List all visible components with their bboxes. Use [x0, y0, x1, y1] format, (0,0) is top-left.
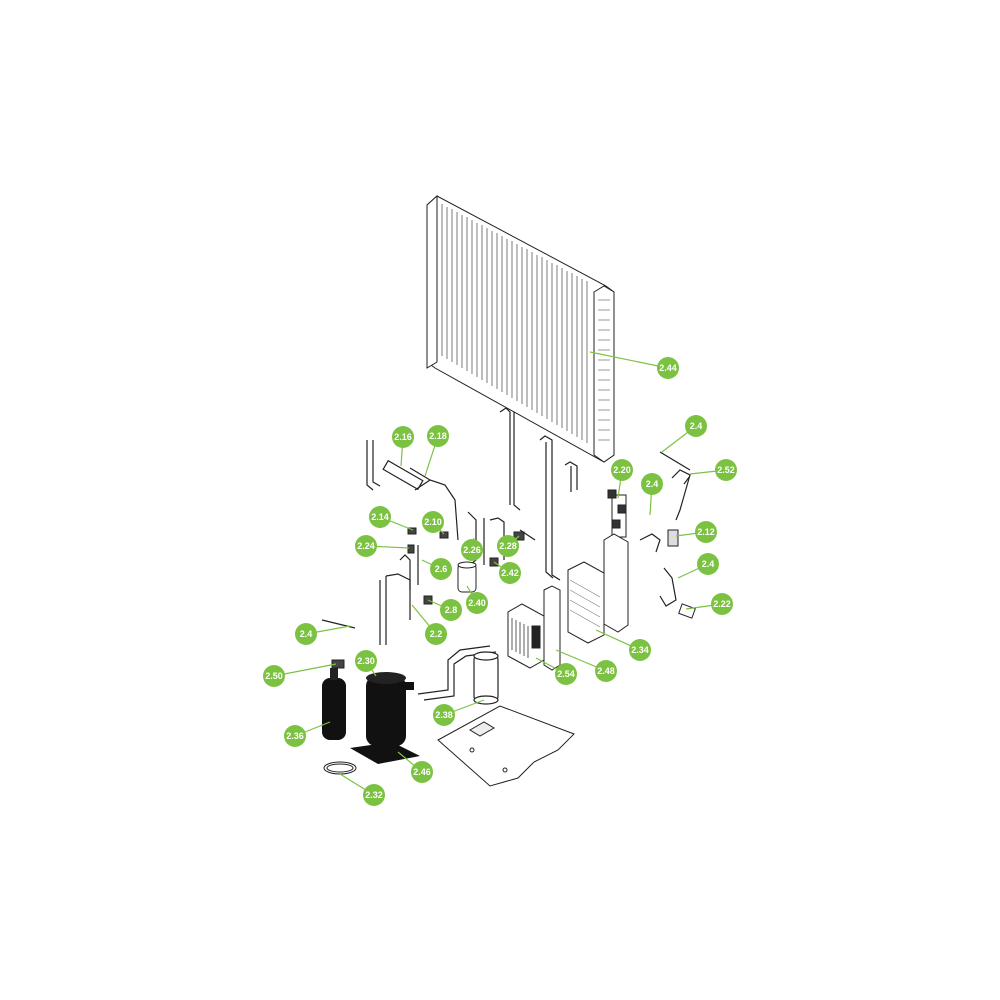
- callout-2.4: 2.4: [295, 623, 317, 645]
- callout-2.8: 2.8: [440, 599, 462, 621]
- callout-label: 2.54: [557, 669, 575, 679]
- callout-label: 2.50: [265, 671, 283, 681]
- callout-label: 2.44: [659, 363, 677, 373]
- callout-label: 2.20: [613, 465, 631, 475]
- mounting-strap: [323, 761, 357, 775]
- callout-label: 2.6: [435, 564, 448, 574]
- callout-label: 2.48: [597, 666, 615, 676]
- callout-label: 2.36: [286, 731, 304, 741]
- callout-2.50: 2.50: [263, 665, 285, 687]
- callout-label: 2.18: [429, 431, 447, 441]
- callout-2.2: 2.2: [425, 623, 447, 645]
- callout-label: 2.28: [499, 541, 517, 551]
- callout-2.16: 2.16: [392, 426, 414, 448]
- callout-2.48: 2.48: [595, 660, 617, 682]
- callout-label: 2.4: [690, 421, 703, 431]
- callout-2.24: 2.24: [355, 535, 377, 557]
- callout-label: 2.32: [365, 790, 383, 800]
- callout-2.20: 2.20: [611, 459, 633, 481]
- callout-2.52: 2.52: [715, 459, 737, 481]
- callout-2.36: 2.36: [284, 725, 306, 747]
- callout-2.40: 2.40: [466, 592, 488, 614]
- callout-2.54: 2.54: [555, 663, 577, 685]
- callout-2.6: 2.6: [430, 558, 452, 580]
- callout-label: 2.22: [713, 599, 731, 609]
- callout-label: 2.24: [357, 541, 375, 551]
- callout-2.44: 2.44: [657, 357, 679, 379]
- callout-2.14: 2.14: [369, 506, 391, 528]
- callout-label: 2.2: [430, 629, 443, 639]
- callout-label: 2.52: [717, 465, 735, 475]
- callout-label: 2.38: [435, 710, 453, 720]
- callout-2.12: 2.12: [695, 521, 717, 543]
- callout-2.32: 2.32: [363, 784, 385, 806]
- callout-2.18: 2.18: [427, 425, 449, 447]
- callout-label: 2.14: [371, 512, 389, 522]
- suction-accumulator: [473, 651, 499, 705]
- callout-label: 2.46: [413, 767, 431, 777]
- callout-label: 2.30: [357, 656, 375, 666]
- callout-label: 2.26: [463, 545, 481, 555]
- callout-2.10: 2.10: [422, 511, 444, 533]
- callout-2.46: 2.46: [411, 761, 433, 783]
- callout-label: 2.8: [445, 605, 458, 615]
- compressor: [350, 672, 420, 764]
- callout-label: 2.12: [697, 527, 715, 537]
- callout-label: 2.4: [300, 629, 313, 639]
- callout-2.22: 2.22: [711, 593, 733, 615]
- liquid-receiver: [322, 668, 346, 740]
- callout-2.30: 2.30: [355, 650, 377, 672]
- callout-label: 2.4: [646, 479, 659, 489]
- callout-label: 2.34: [631, 645, 649, 655]
- callout-2.42: 2.42: [499, 562, 521, 584]
- callout-2.38: 2.38: [433, 704, 455, 726]
- callout-2.26: 2.26: [461, 539, 483, 561]
- base-plate: [437, 705, 575, 787]
- callout-label: 2.40: [468, 598, 486, 608]
- callout-label: 2.10: [424, 517, 442, 527]
- pipework: [321, 407, 691, 701]
- callout-2.34: 2.34: [629, 639, 651, 661]
- heat-exchanger-assembly: [507, 533, 629, 671]
- callout-2.4: 2.4: [697, 553, 719, 575]
- callout-2.28: 2.28: [497, 535, 519, 557]
- callout-2.4: 2.4: [685, 415, 707, 437]
- callout-label: 2.42: [501, 568, 519, 578]
- callout-label: 2.4: [702, 559, 715, 569]
- condenser-coil: [426, 194, 615, 463]
- callout-2.4: 2.4: [641, 473, 663, 495]
- callout-label: 2.16: [394, 432, 412, 442]
